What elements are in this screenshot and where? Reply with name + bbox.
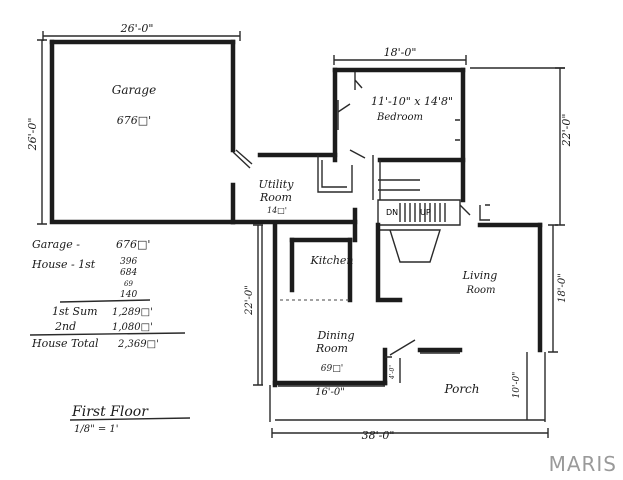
garage-area: 676□' bbox=[117, 114, 151, 127]
totals-first-sum-value: 1,289□' bbox=[112, 307, 153, 318]
stair-down-label: DN bbox=[386, 208, 398, 217]
garage-width-label: 26'-0" bbox=[120, 22, 154, 35]
totals-first-sum-label: 1st Sum bbox=[52, 305, 98, 318]
bedroom-walls bbox=[332, 67, 466, 203]
house-depth-dimension: 22'-0" bbox=[470, 67, 573, 226]
totals-house-total-label: House Total bbox=[31, 337, 99, 350]
bedroom-width-dimension: 18'-0" bbox=[333, 46, 467, 65]
total-width-dimension: 38'-0" bbox=[271, 428, 549, 442]
garage-depth-label: 26'-0" bbox=[26, 118, 39, 152]
utility-label-line1: Utility bbox=[259, 178, 295, 191]
utility-label-line2: Room bbox=[259, 191, 292, 204]
kitchen-walls bbox=[261, 207, 403, 388]
living-depth-dimension: 18'-0" bbox=[548, 224, 568, 353]
utility-area: 14□' bbox=[267, 206, 287, 215]
total-width-label: 38'-0" bbox=[362, 429, 395, 442]
dining-depth-label: 22'-0" bbox=[244, 285, 255, 316]
totals-house-1st-value-2: 684 bbox=[120, 268, 137, 278]
garage-label: Garage bbox=[112, 83, 156, 97]
utility-walls bbox=[230, 152, 381, 225]
title-block: First Floor 1/8" = 1' bbox=[69, 404, 191, 435]
totals-second-value: 1,080□' bbox=[112, 322, 153, 333]
drawing-title: First Floor bbox=[71, 404, 149, 420]
living-label-line2: Room bbox=[465, 285, 495, 296]
totals-house-1st-label: House - 1st bbox=[31, 258, 96, 271]
dining-depth-dimension: 22'-0" bbox=[244, 224, 263, 386]
garage-walls bbox=[49, 39, 253, 225]
area-totals: Garage - 676□' House - 1st 396 684 69 14… bbox=[29, 238, 186, 350]
bedroom-size: 11'-10" x 14'8" bbox=[371, 95, 453, 108]
dining-walls bbox=[272, 339, 416, 386]
totals-garage-value: 676□' bbox=[116, 238, 150, 251]
dining-label-line2: Room bbox=[315, 342, 348, 355]
drawing-scale: 1/8" = 1' bbox=[74, 424, 119, 435]
garage-depth-dimension: 26'-0" bbox=[26, 39, 47, 225]
closet-width-label: 4'-0" bbox=[389, 365, 396, 380]
living-depth-label: 18'-0" bbox=[557, 273, 568, 303]
dining-label-line1: Dining bbox=[316, 329, 354, 342]
porch-label: Porch bbox=[444, 382, 480, 396]
kitchen-label: Kitchen bbox=[310, 254, 354, 267]
dining-area: 69□' bbox=[321, 364, 343, 374]
porch-depth-label: 10'-0" bbox=[512, 372, 522, 399]
porch-outline bbox=[269, 352, 546, 422]
bedroom-label: Bedroom bbox=[376, 112, 423, 123]
totals-second-label: 2nd bbox=[54, 320, 76, 333]
totals-house-1st-value-4: 140 bbox=[120, 290, 137, 300]
watermark: MARIS bbox=[548, 452, 617, 476]
stair-up-label: UP bbox=[420, 208, 431, 217]
totals-garage-label: Garage - bbox=[32, 238, 80, 251]
staircase: DN UP bbox=[377, 179, 461, 263]
garage-width-dimension: 26'-0" bbox=[42, 22, 241, 41]
house-depth-label: 22'-0" bbox=[560, 114, 573, 148]
totals-house-total-value: 2,369□' bbox=[117, 339, 159, 350]
living-label-line1: Living bbox=[462, 269, 498, 282]
bedroom-width-label: 18'-0" bbox=[384, 46, 417, 59]
living-walls bbox=[417, 204, 543, 354]
dining-width-label: 16'-0" bbox=[315, 387, 345, 398]
totals-house-1st-value-3: 69 bbox=[124, 280, 133, 288]
dining-width-dimension: 16'-0" bbox=[278, 385, 385, 398]
totals-house-1st-value-1: 396 bbox=[120, 257, 137, 267]
